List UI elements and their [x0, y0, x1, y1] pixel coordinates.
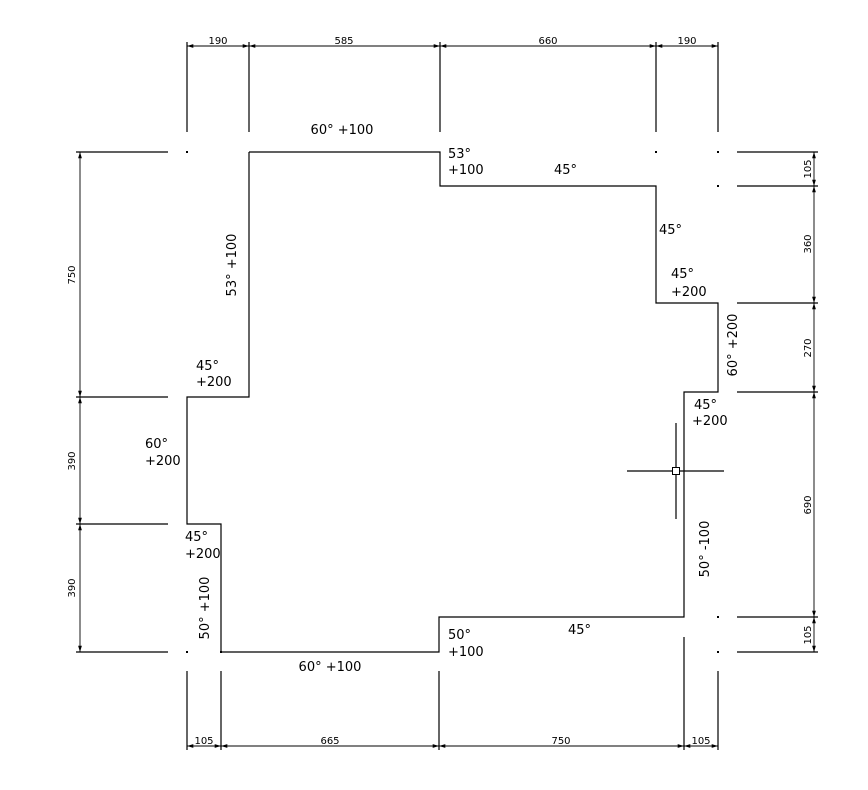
- bottom-step-angle: 50°: [448, 628, 471, 643]
- right-dimension-chain: 105 360 270 690 105: [803, 152, 816, 652]
- left-upper-corner-offset: +200: [196, 375, 232, 390]
- left-upper-corner-angle: 45°: [196, 359, 219, 374]
- right-lower-corner-offset: +200: [692, 414, 728, 429]
- right-step-upper-label: 45°: [659, 223, 682, 238]
- top-dim-2: 585: [334, 36, 353, 47]
- bottom-dimension-chain: 105 665 750 105: [187, 736, 718, 748]
- left-upper-edge-label: 53° +100: [225, 234, 240, 297]
- bottom-step-offset: +100: [448, 645, 484, 660]
- right-dim-1: 105: [803, 159, 814, 178]
- left-mid-offset: +200: [145, 454, 181, 469]
- right-dim-3: 270: [803, 338, 814, 357]
- right-mid-edge-label: 60° +200: [726, 314, 741, 377]
- left-dim-2: 390: [67, 451, 78, 470]
- left-extension-lines: [76, 151, 168, 653]
- right-dim-2: 360: [803, 234, 814, 253]
- bottom-dim-2: 665: [320, 736, 339, 747]
- edge-annotations: 60° +100 53° +100 45° 45° 45° +200 60° +…: [145, 123, 741, 675]
- right-corner-offset: +200: [671, 285, 707, 300]
- bottom-right-edge-label: 45°: [568, 623, 591, 638]
- left-dim-3: 390: [67, 578, 78, 597]
- left-dim-1: 750: [67, 265, 78, 284]
- top-extension-lines: [186, 42, 719, 132]
- top-edge-label: 60° +100: [311, 123, 374, 138]
- right-lower-corner-angle: 45°: [694, 398, 717, 413]
- top-dim-1: 190: [208, 36, 227, 47]
- left-lower-edge-label: 50° +100: [198, 577, 213, 640]
- roof-outline: [186, 151, 719, 653]
- crosshair-cursor-icon: [627, 423, 724, 519]
- left-mid-angle: 60°: [145, 437, 168, 452]
- corner-marks: [186, 151, 719, 653]
- top-step-angle: 53°: [448, 147, 471, 162]
- top-step-offset: +100: [448, 163, 484, 178]
- right-corner-angle: 45°: [671, 267, 694, 282]
- top-dimension-chain: 190 585 660 190: [187, 36, 718, 48]
- right-extension-lines: [737, 151, 818, 653]
- right-lower-edge-label: 50° -100: [698, 521, 713, 578]
- left-lower-corner-angle: 45°: [185, 530, 208, 545]
- top-dim-3: 660: [538, 36, 557, 47]
- left-dimension-chain: 750 390 390: [67, 152, 82, 652]
- right-dim-5: 105: [803, 625, 814, 644]
- right-dim-4: 690: [803, 495, 814, 514]
- bottom-dim-1: 105: [194, 736, 213, 747]
- top-right-edge-label: 45°: [554, 163, 577, 178]
- bottom-edge-label: 60° +100: [299, 660, 362, 675]
- left-lower-corner-offset: +200: [185, 547, 221, 562]
- bottom-dim-3: 750: [551, 736, 570, 747]
- top-dim-4: 190: [677, 36, 696, 47]
- bottom-dim-4: 105: [691, 736, 710, 747]
- bottom-extension-lines: [186, 637, 719, 750]
